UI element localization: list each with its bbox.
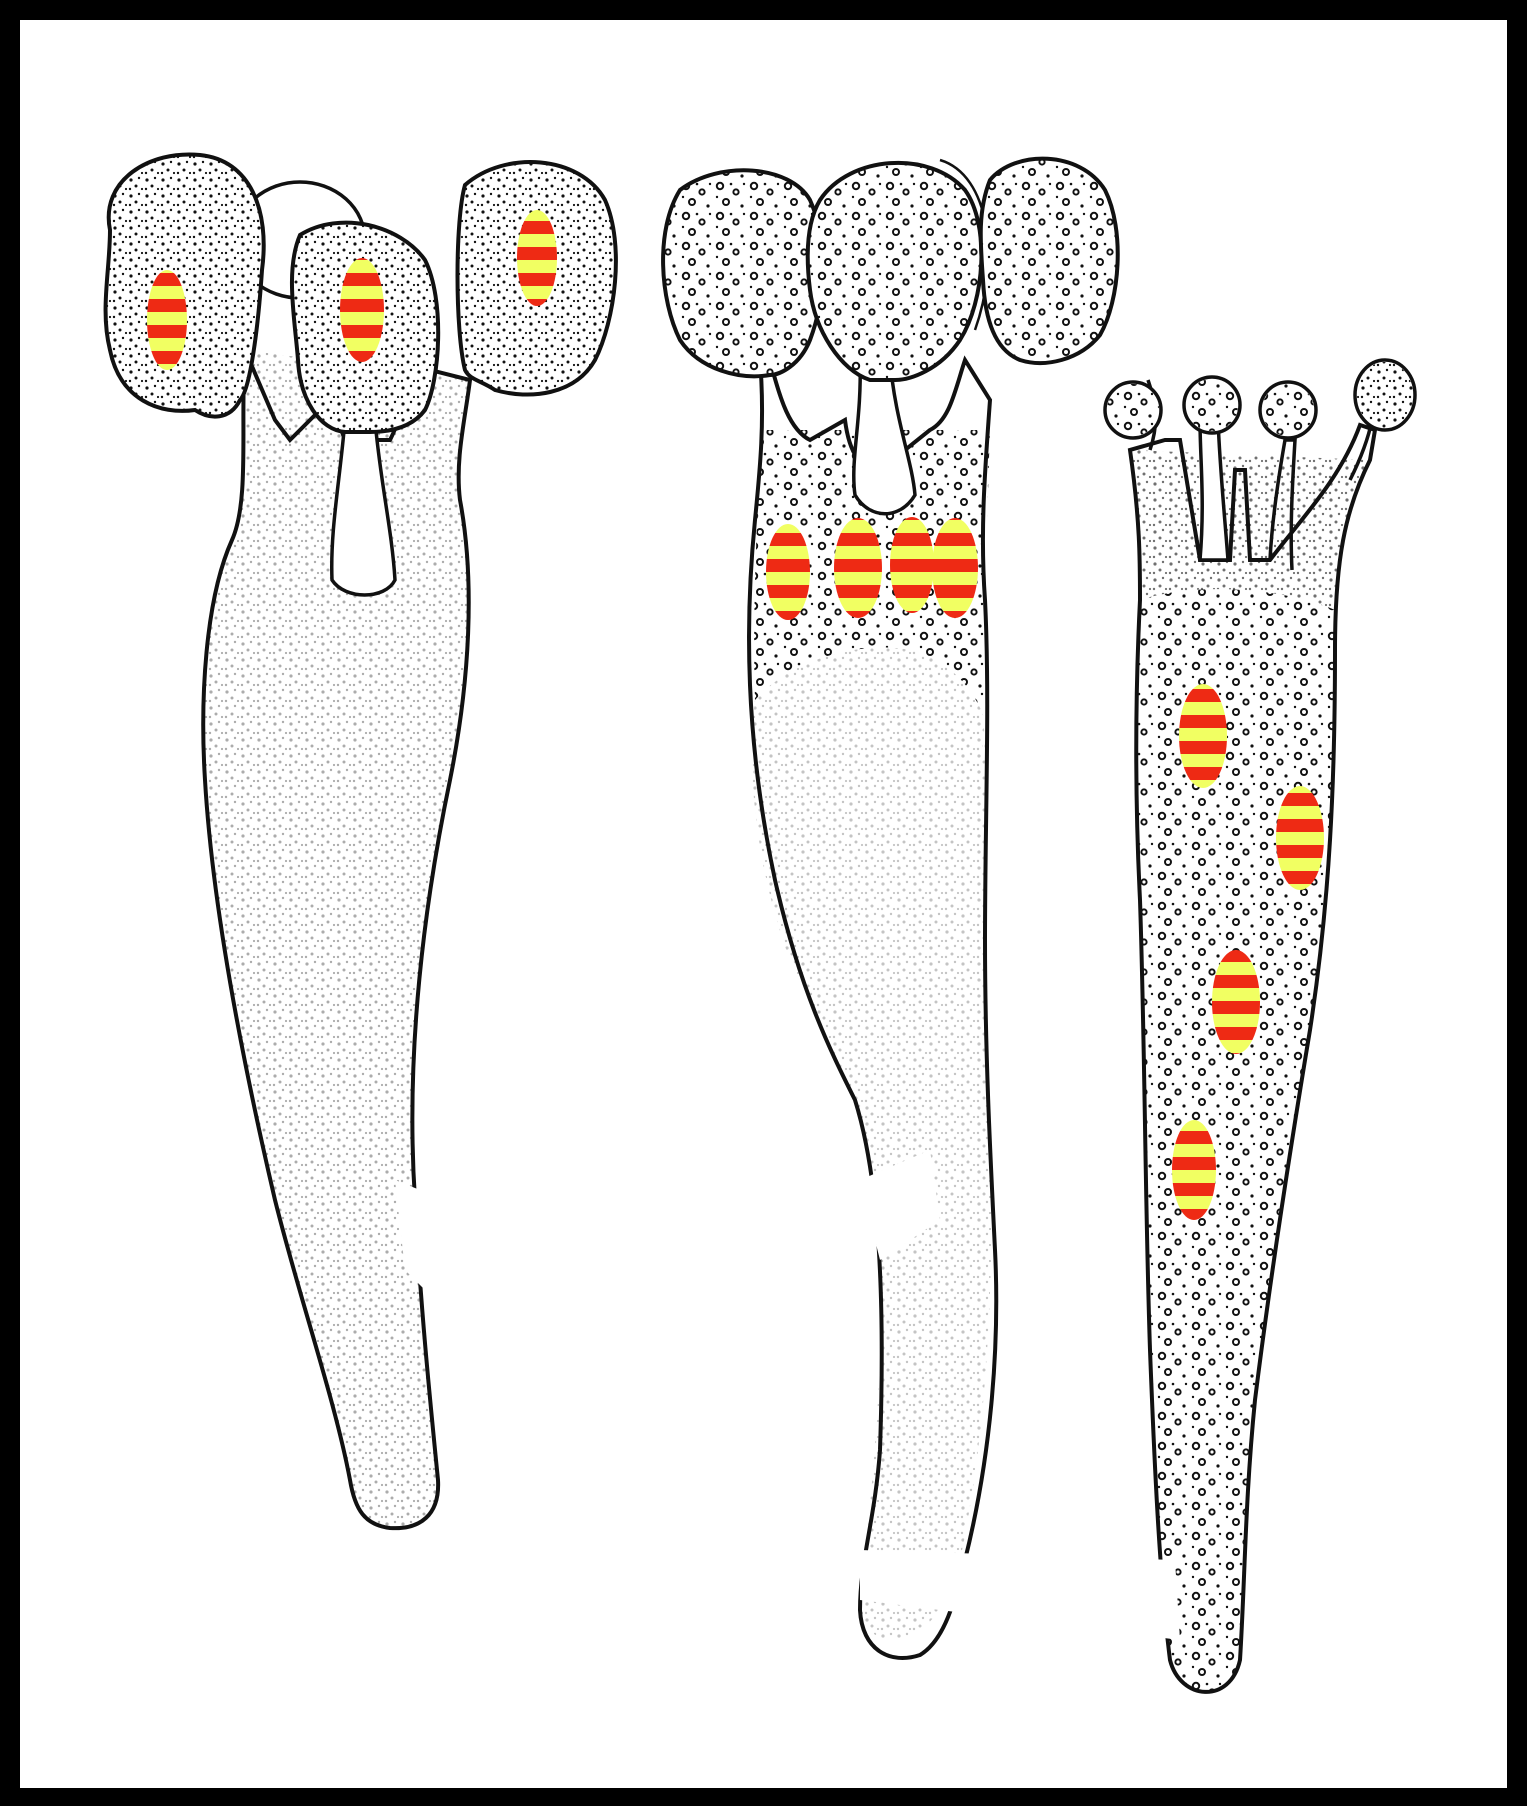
basidium-3-spore-1-fill	[1107, 384, 1159, 436]
basidium-3-spore-2-fill	[1186, 379, 1238, 431]
basidium-3-nucleus-4	[1172, 1120, 1216, 1220]
basidium-2-nucleus-2	[834, 518, 882, 618]
basidium-2-spore-right	[981, 159, 1118, 363]
basidium-3-nucleus-3	[1212, 950, 1260, 1054]
basidium-1-spore-right	[458, 162, 616, 395]
basidium-1-spore-center-nucleus	[340, 258, 384, 362]
basidium-2-spore-left	[663, 170, 823, 376]
basidium-1-spore-right-nucleus	[517, 210, 557, 306]
basidium-3-upper-stipple	[1130, 450, 1370, 610]
basidium-3-spore-4-fill	[1357, 362, 1413, 428]
basidium-2-nucleus-3	[890, 517, 934, 613]
basidium-1-spore-left	[106, 154, 264, 416]
basidium-3-spore-3-fill	[1262, 384, 1314, 436]
basidium-2-nucleus-4	[932, 518, 978, 618]
basidium-2-nucleus-1	[766, 524, 810, 620]
basidium-3-nucleus-2	[1276, 786, 1324, 890]
basidium-1-spore-left-nucleus	[147, 270, 187, 370]
basidium-3-nucleus-1	[1179, 684, 1227, 788]
basidium-1-spore-center	[292, 223, 438, 432]
